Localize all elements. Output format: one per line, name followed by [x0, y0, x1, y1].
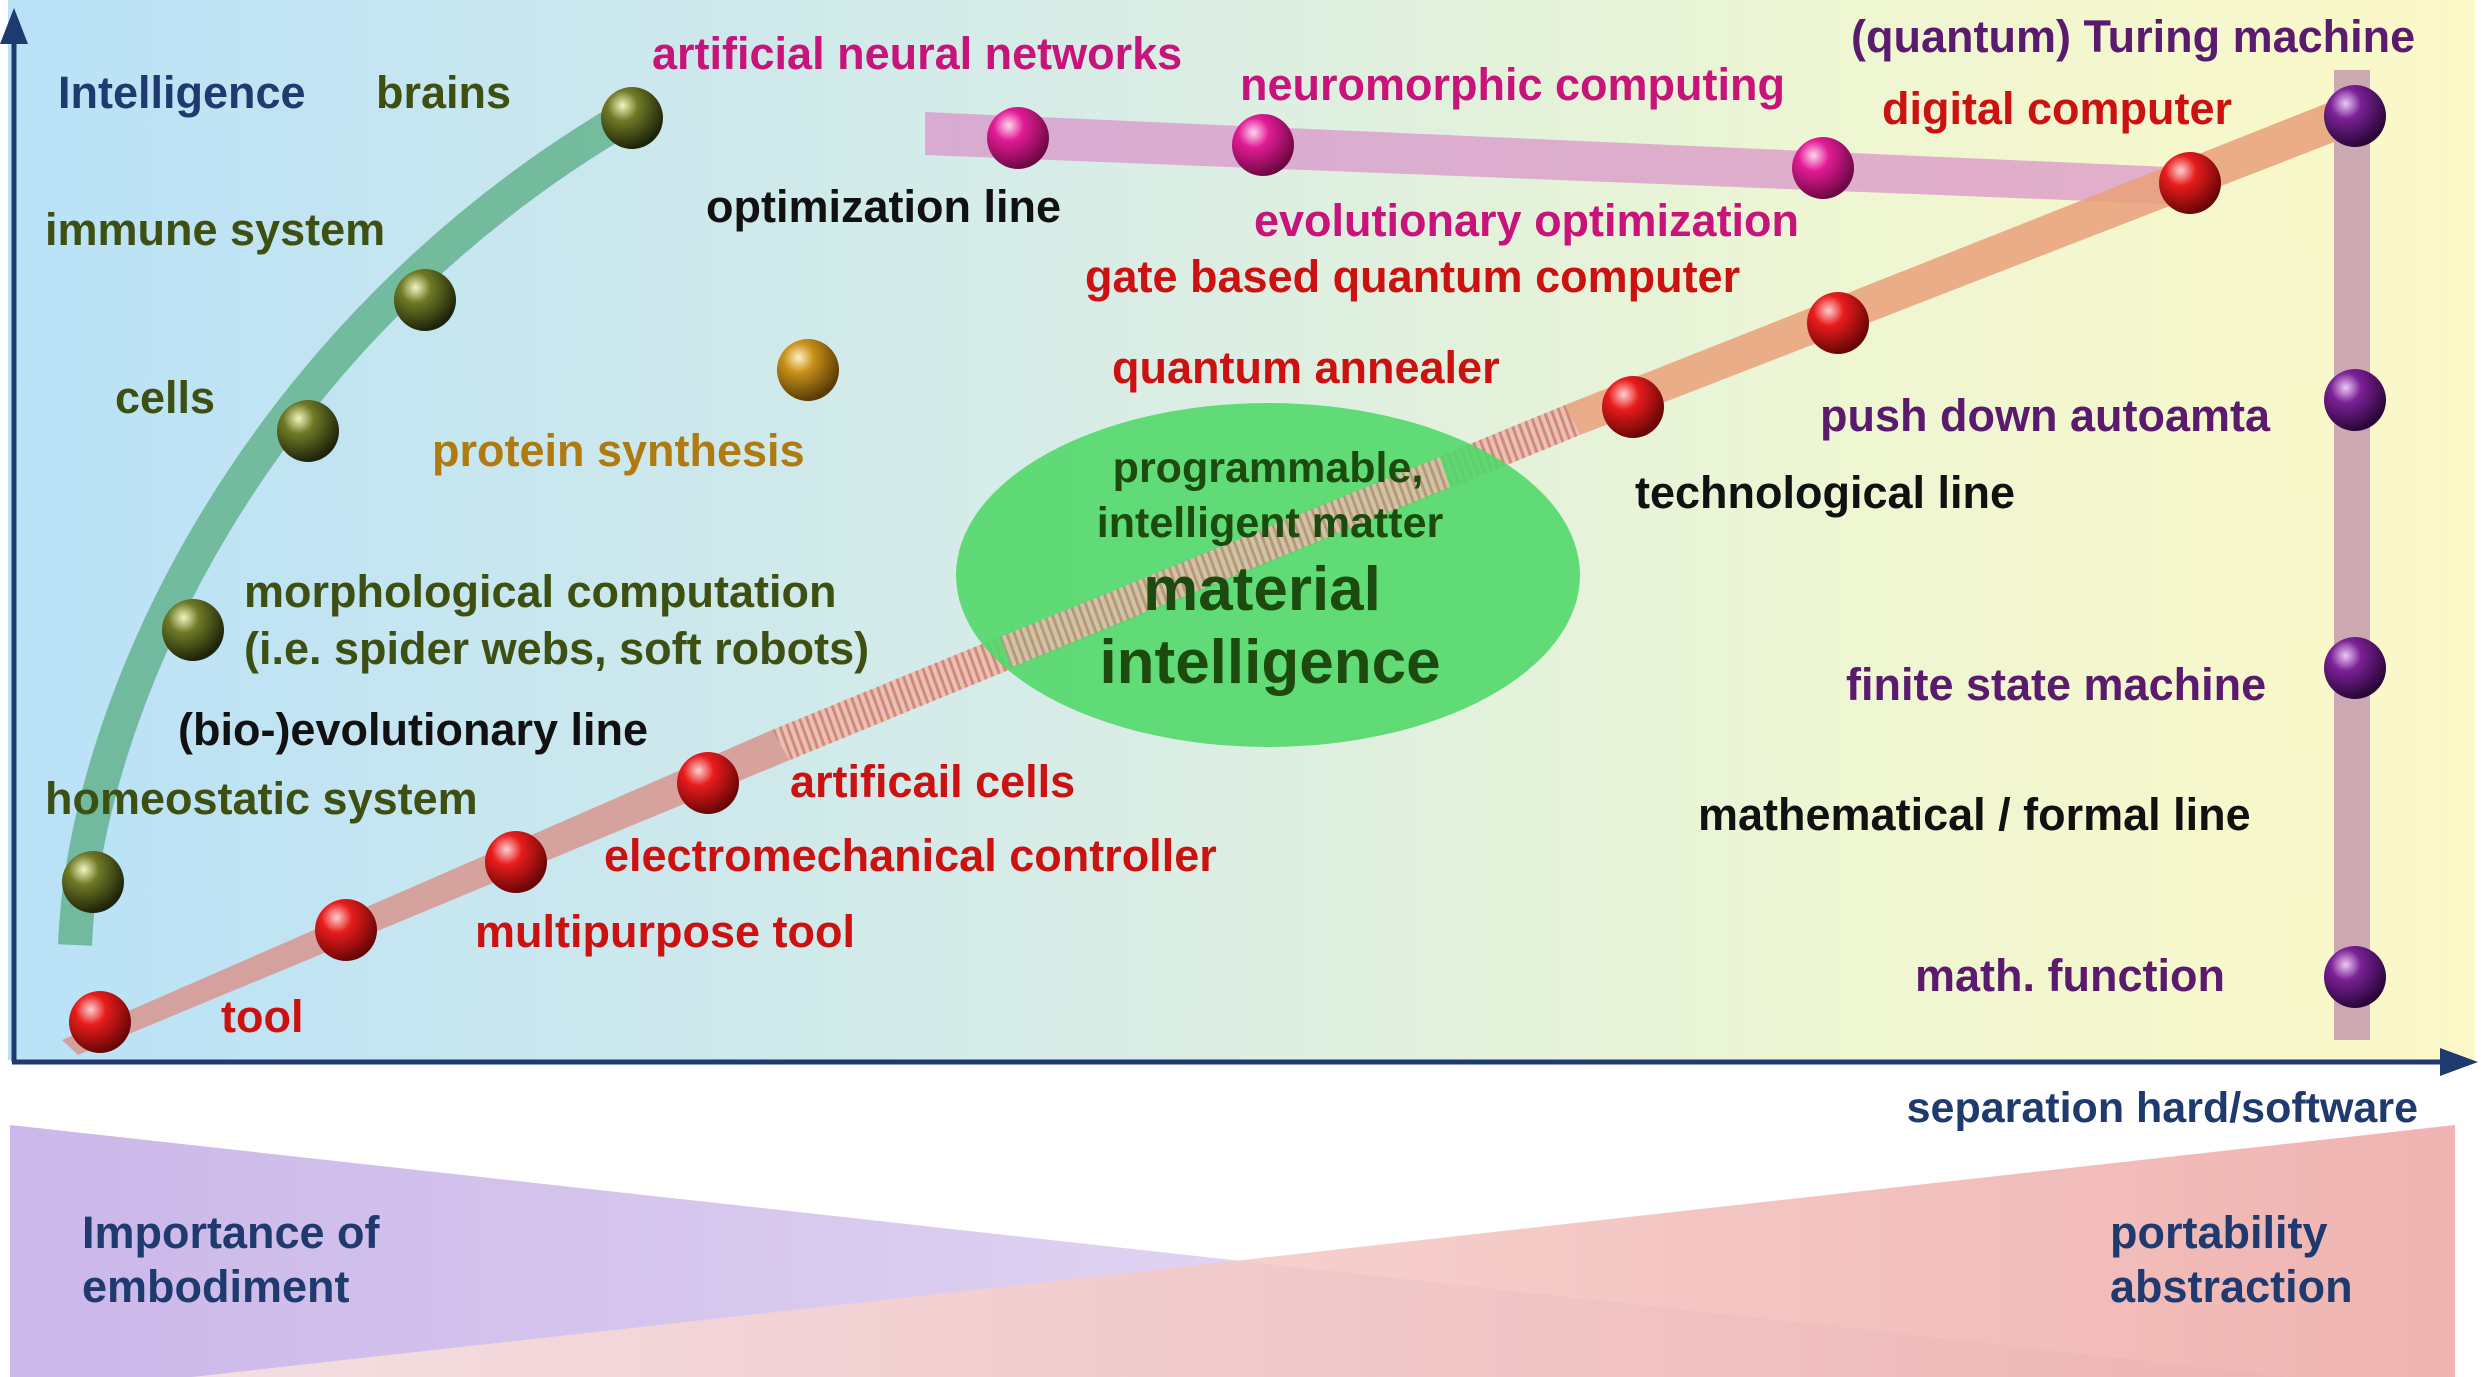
label-technological-line: technological line: [1635, 467, 2015, 518]
node-math-function: [2324, 946, 2386, 1008]
node-neuromorphic-computing: [1232, 114, 1294, 176]
label-cells: cells: [115, 372, 215, 423]
node-finite-state-machine: [2324, 637, 2386, 699]
center-text-programmable: programmable,: [1113, 444, 1424, 492]
label-multipurpose-tool: multipurpose tool: [475, 906, 855, 957]
node-quantum-annealer: [1602, 376, 1664, 438]
abstraction-wedge: [191, 1125, 2455, 1377]
center-text-intelligent-matter: intelligent matter: [1097, 499, 1444, 547]
label-artificial-cells: artificail cells: [790, 756, 1075, 807]
node-electromechanical-controller: [485, 831, 547, 893]
label-brains: brains: [376, 67, 511, 118]
label-neuromorphic-computing: neuromorphic computing: [1240, 59, 1785, 110]
node-protein-synthesis: [777, 339, 839, 401]
node-evolutionary-optimization: [1792, 137, 1854, 199]
node-brains: [601, 87, 663, 149]
label-importance-of: Importance of: [82, 1207, 381, 1258]
x-axis-arrow: [2440, 1048, 2478, 1076]
node-morphological-computation: [162, 599, 224, 661]
label-homeostatic-system: homeostatic system: [45, 773, 478, 824]
label-mathematical-line: mathematical / formal line: [1698, 789, 2251, 840]
x-axis-label: separation hard/software: [1907, 1084, 2418, 1132]
label-finite-state-machine: finite state machine: [1846, 659, 2266, 710]
label-morphological-computation: morphological computation: [244, 566, 837, 617]
label-embodiment: embodiment: [82, 1261, 350, 1312]
node-tool: [69, 991, 131, 1053]
node-artificial-cells: [677, 752, 739, 814]
center-text-intelligence: intelligence: [1099, 628, 1440, 697]
label-artificial-neural-networks: artificial neural networks: [652, 28, 1182, 79]
center-text-material: material: [1143, 555, 1381, 624]
label-optimization-line: optimization line: [706, 181, 1061, 232]
label-electromechanical-controller: electromechanical controller: [604, 830, 1217, 881]
label-turing-machine: (quantum) Turing machine: [1851, 11, 2415, 62]
label-quantum-annealer: quantum annealer: [1112, 342, 1500, 393]
node-digital-computer: [2159, 152, 2221, 214]
node-artificial-neural-networks: [987, 107, 1049, 169]
node-homeostatic-system: [62, 851, 124, 913]
technological-band-hatched-overlay: [1000, 457, 1450, 667]
label-gate-quantum-computer: gate based quantum computer: [1085, 251, 1740, 302]
node-cells: [277, 400, 339, 462]
label-evolutionary-optimization: evolutionary optimization: [1254, 195, 1799, 246]
label-math-function: math. function: [1915, 950, 2225, 1001]
label-abstraction: abstraction: [2110, 1261, 2353, 1312]
node-pushdown-automata: [2324, 369, 2386, 431]
label-morphological-examples: (i.e. spider webs, soft robots): [244, 623, 869, 674]
label-digital-computer: digital computer: [1882, 83, 2232, 134]
y-axis-arrow: [0, 8, 28, 44]
node-multipurpose-tool: [315, 899, 377, 961]
technological-band-lower: [62, 730, 790, 1055]
label-protein-synthesis: protein synthesis: [432, 425, 805, 476]
label-pushdown-automata: push down autoamta: [1820, 390, 2271, 441]
bio-evolutionary-band: [58, 100, 639, 946]
label-immune-system: immune system: [45, 204, 385, 255]
label-portability: portability: [2110, 1207, 2328, 1258]
node-immune-system: [394, 269, 456, 331]
label-bio-evolutionary-line: (bio-)evolutionary line: [178, 704, 648, 755]
y-axis-label: Intelligence: [58, 67, 306, 118]
label-tool: tool: [221, 991, 303, 1042]
node-turing-machine: [2324, 85, 2386, 147]
node-gate-quantum-computer: [1807, 292, 1869, 354]
